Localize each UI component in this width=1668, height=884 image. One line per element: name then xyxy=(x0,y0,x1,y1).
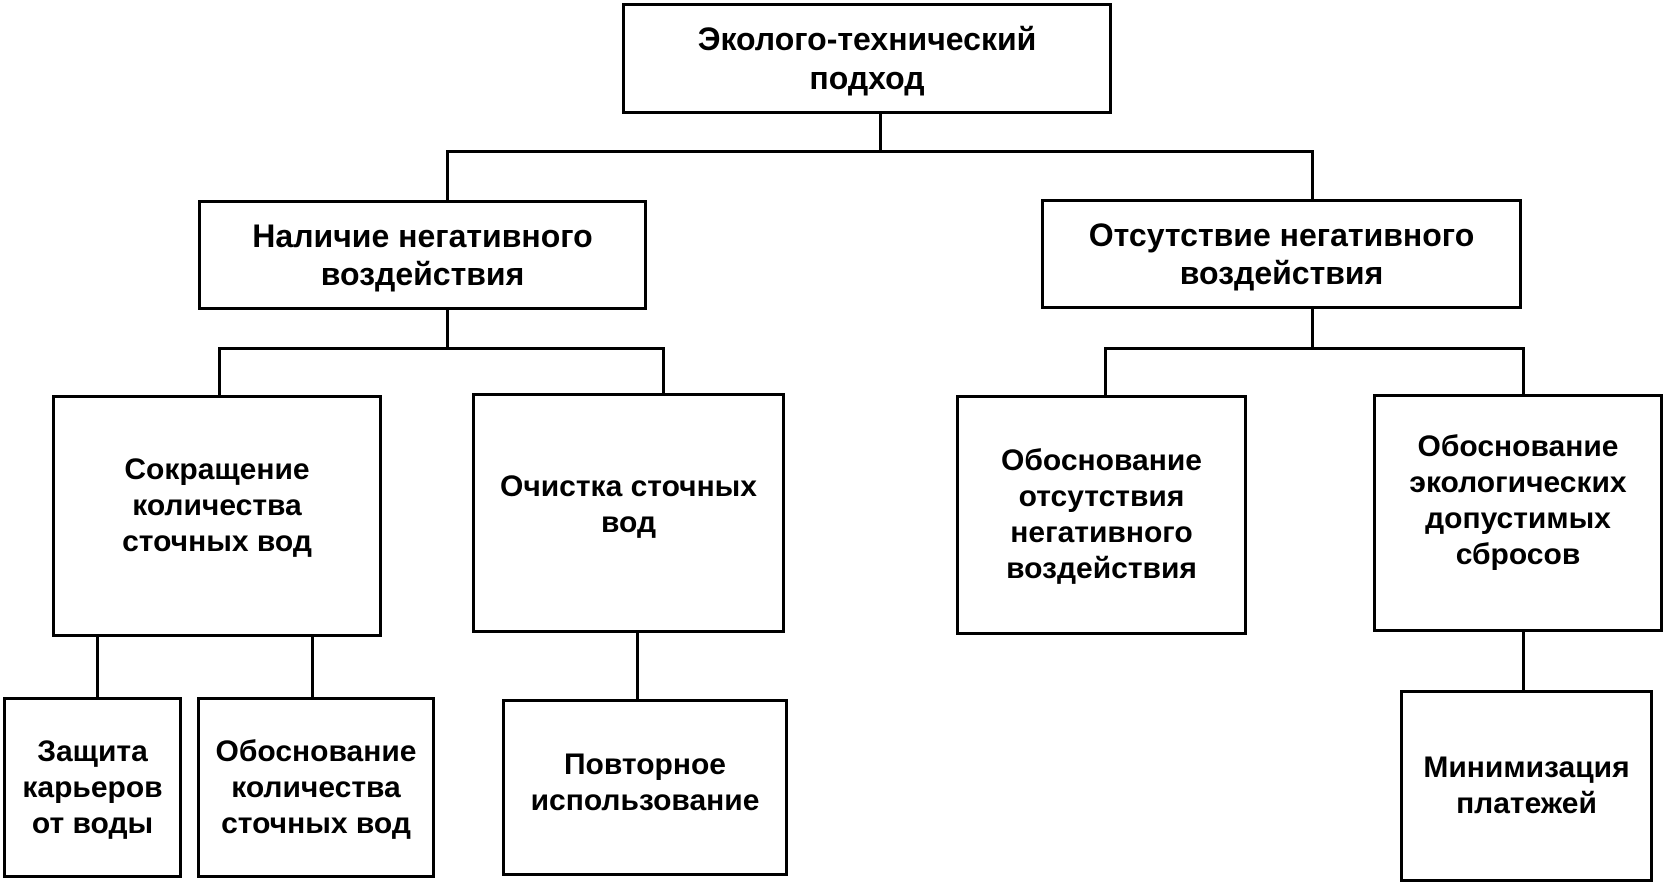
node-presence-of-negative-impact: Наличие негативного воздействия xyxy=(198,200,647,310)
node-justification-permissible-discharges: Обоснование экологических допустимых сбр… xyxy=(1373,394,1663,632)
connector-line xyxy=(446,150,1314,153)
connector-line xyxy=(446,310,449,350)
connector-line xyxy=(1311,150,1314,201)
node-quarry-water-protection: Защита карьеров от воды xyxy=(3,697,182,878)
node-label: Сокращение количества сточных вод xyxy=(122,453,312,558)
node-wastewater-treatment: Очистка сточных вод xyxy=(472,393,785,633)
node-label: Повторное использование xyxy=(530,747,760,817)
connector-line xyxy=(879,113,882,153)
connector-line xyxy=(1522,632,1525,692)
node-label: Обоснование количества сточных вод xyxy=(215,734,417,840)
node-justification-wastewater-quantity: Обоснование количества сточных вод xyxy=(197,697,435,878)
node-label: Отсутствие негативного воздействия xyxy=(1088,216,1475,291)
node-ecological-technical-approach: Эколого-технический подход xyxy=(622,3,1112,114)
node-label: Очистка сточных вод xyxy=(499,470,757,539)
node-payment-minimization: Минимизация платежей xyxy=(1400,690,1653,882)
node-justification-absence-of-impact: Обоснование отсутствия негативного возде… xyxy=(956,395,1247,635)
connector-line xyxy=(218,347,665,350)
connector-line xyxy=(311,637,314,699)
connector-line xyxy=(1522,347,1525,396)
node-reuse: Повторное использование xyxy=(502,699,788,876)
node-label: Эколого-технический подход xyxy=(697,21,1037,96)
node-label: Минимизация платежей xyxy=(1423,751,1630,820)
connector-line xyxy=(662,347,665,395)
connector-line xyxy=(446,150,449,202)
node-label: Обоснование отсутствия негативного возде… xyxy=(1001,444,1202,585)
node-label: Защита карьеров от воды xyxy=(22,734,163,840)
node-label: Наличие негативного воздействия xyxy=(252,217,593,292)
connector-line xyxy=(218,347,221,397)
connector-line xyxy=(1104,347,1525,350)
node-label: Обоснование экологических допустимых сбр… xyxy=(1409,430,1627,571)
connector-line xyxy=(636,633,639,701)
connector-line xyxy=(96,637,99,699)
connector-line xyxy=(1104,347,1107,397)
node-absence-of-negative-impact: Отсутствие негативного воздействия xyxy=(1041,199,1522,309)
node-wastewater-quantity-reduction: Сокращение количества сточных вод xyxy=(52,395,382,637)
connector-line xyxy=(1311,309,1314,350)
